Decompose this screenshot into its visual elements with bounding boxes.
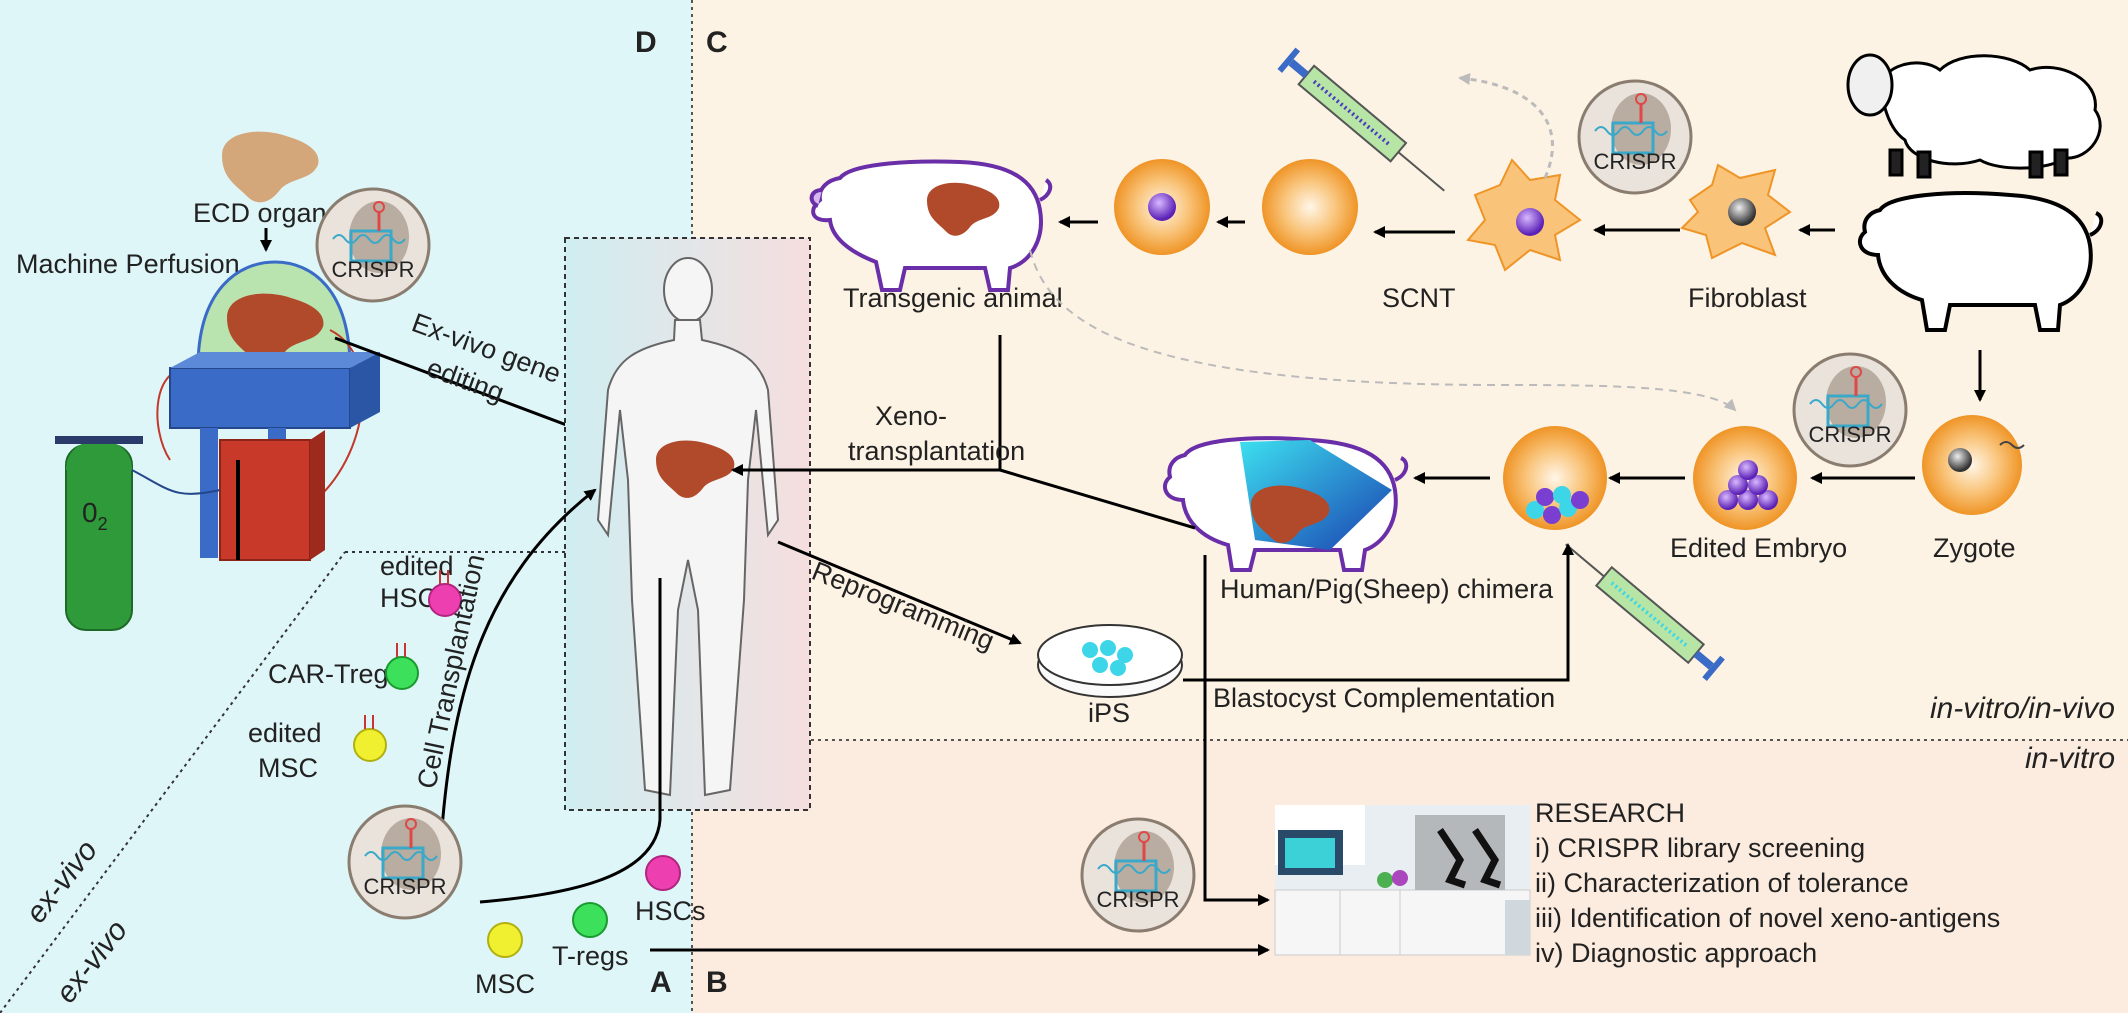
panel-label-d: D xyxy=(635,26,657,59)
donor-cell-nucleus xyxy=(1516,208,1544,236)
reprogramming-arrow xyxy=(777,540,1022,645)
research-item-3: iii) Identification of novel xeno-antige… xyxy=(1535,903,2000,933)
transgenic-animal-label: Transgenic animal xyxy=(843,283,1063,313)
edited-embryo-nuclei xyxy=(1718,460,1778,510)
edited-hscs-label-1: edited xyxy=(380,551,454,581)
crispr-label-a: CRISPR xyxy=(363,874,446,899)
hscs-label: HSCs xyxy=(635,896,706,926)
chimera-to-xeno-line xyxy=(999,468,1196,530)
crispr-badge-a xyxy=(347,804,463,920)
crispr-label-c2: CRISPR xyxy=(1808,422,1891,447)
crispr-badge-d xyxy=(315,187,431,303)
edited-hscs-receptor-icon xyxy=(439,570,449,584)
transgenic-to-embryo-dashed-arrow xyxy=(1029,249,1737,412)
o2-label: 02 xyxy=(82,497,108,534)
ips-dish-icon xyxy=(1037,624,1183,698)
in-vitro-label: in-vitro xyxy=(2025,742,2115,775)
chimera-label: Human/Pig(Sheep) chimera xyxy=(1220,574,1554,604)
edited-msc-receptor-icon xyxy=(364,715,374,729)
edited-cell-1-nucleus xyxy=(1148,193,1176,221)
car-treg-receptor-icon xyxy=(396,643,406,657)
fibroblast-label: Fibroblast xyxy=(1688,283,1807,313)
machine-perfusion-label: Machine Perfusion xyxy=(16,249,240,279)
edited-msc-cell xyxy=(353,728,387,762)
car-treg-label: CAR-Treg xyxy=(268,659,389,689)
sheep-icon xyxy=(1846,53,2102,179)
ips-label: iPS xyxy=(1088,698,1130,728)
edited-msc-label-1: edited xyxy=(248,718,322,748)
zygote-label: Zygote xyxy=(1933,533,2016,563)
research-item-2: ii) Characterization of tolerance xyxy=(1535,868,1909,898)
hscs-cell xyxy=(645,855,681,891)
ecd-organ-label: ECD organ xyxy=(193,198,327,228)
scnt-label: SCNT xyxy=(1382,283,1456,313)
tregs-label: T-regs xyxy=(552,941,629,971)
crispr-badge-c1 xyxy=(1577,79,1693,195)
edited-msc-label-2: MSC xyxy=(258,753,318,783)
msc-label: MSC xyxy=(475,969,535,999)
zygote-nucleus xyxy=(1948,448,1972,472)
crispr-label-c1: CRISPR xyxy=(1593,149,1676,174)
donor-to-syringe-dashed-arrow xyxy=(1458,73,1554,179)
ex-vivo-diagonal xyxy=(0,551,346,1014)
crispr-to-body-line xyxy=(479,819,662,904)
in-vitro-in-vivo-label: in-vitro/in-vivo xyxy=(1930,692,2115,725)
edited-embryo-label: Edited Embryo xyxy=(1670,533,1847,563)
lab-illustration xyxy=(1274,805,1531,956)
msc-cell xyxy=(487,922,523,958)
xeno-label-1: Xeno- xyxy=(875,401,947,431)
research-title: RESEARCH xyxy=(1535,798,1685,828)
chimera-to-research-arrow xyxy=(1203,555,1270,906)
syringe-bottom-icon xyxy=(1565,543,1725,682)
crispr-badge-b xyxy=(1080,817,1196,933)
transgenic-pig-snout-icon xyxy=(809,188,823,208)
xeno-label-2: transplantation xyxy=(848,436,1025,466)
syringe-top-icon xyxy=(1277,47,1445,192)
blastocyst-complementation-arrow xyxy=(1183,543,1574,682)
research-item-4: iv) Diagnostic approach xyxy=(1535,938,1817,968)
blastocyst-complementation-label: Blastocyst Complementation xyxy=(1213,683,1555,713)
sperm-icon xyxy=(1999,441,2025,449)
cell-transplantation-arrow xyxy=(438,488,597,856)
crispr-label-d: CRISPR xyxy=(331,257,414,282)
panel-label-b: B xyxy=(706,966,728,999)
crispr-label-b: CRISPR xyxy=(1096,887,1179,912)
edited-hscs-cell xyxy=(428,583,462,617)
car-treg-cell xyxy=(385,656,419,690)
scnt-cell xyxy=(1262,159,1358,255)
oxygen-tank xyxy=(55,436,221,631)
panel-label-a: A xyxy=(650,966,672,999)
crispr-badge-c2 xyxy=(1792,352,1908,468)
human-body-silhouette xyxy=(596,257,780,797)
fibroblast-nucleus xyxy=(1728,198,1756,226)
blastocyst-nuclei xyxy=(1526,486,1589,524)
panel-label-c: C xyxy=(706,26,728,59)
research-item-1: i) CRISPR library screening xyxy=(1535,833,1865,863)
tregs-cell xyxy=(572,902,608,938)
pig-icon xyxy=(1857,191,2104,332)
zygote-cell xyxy=(1922,415,2022,515)
